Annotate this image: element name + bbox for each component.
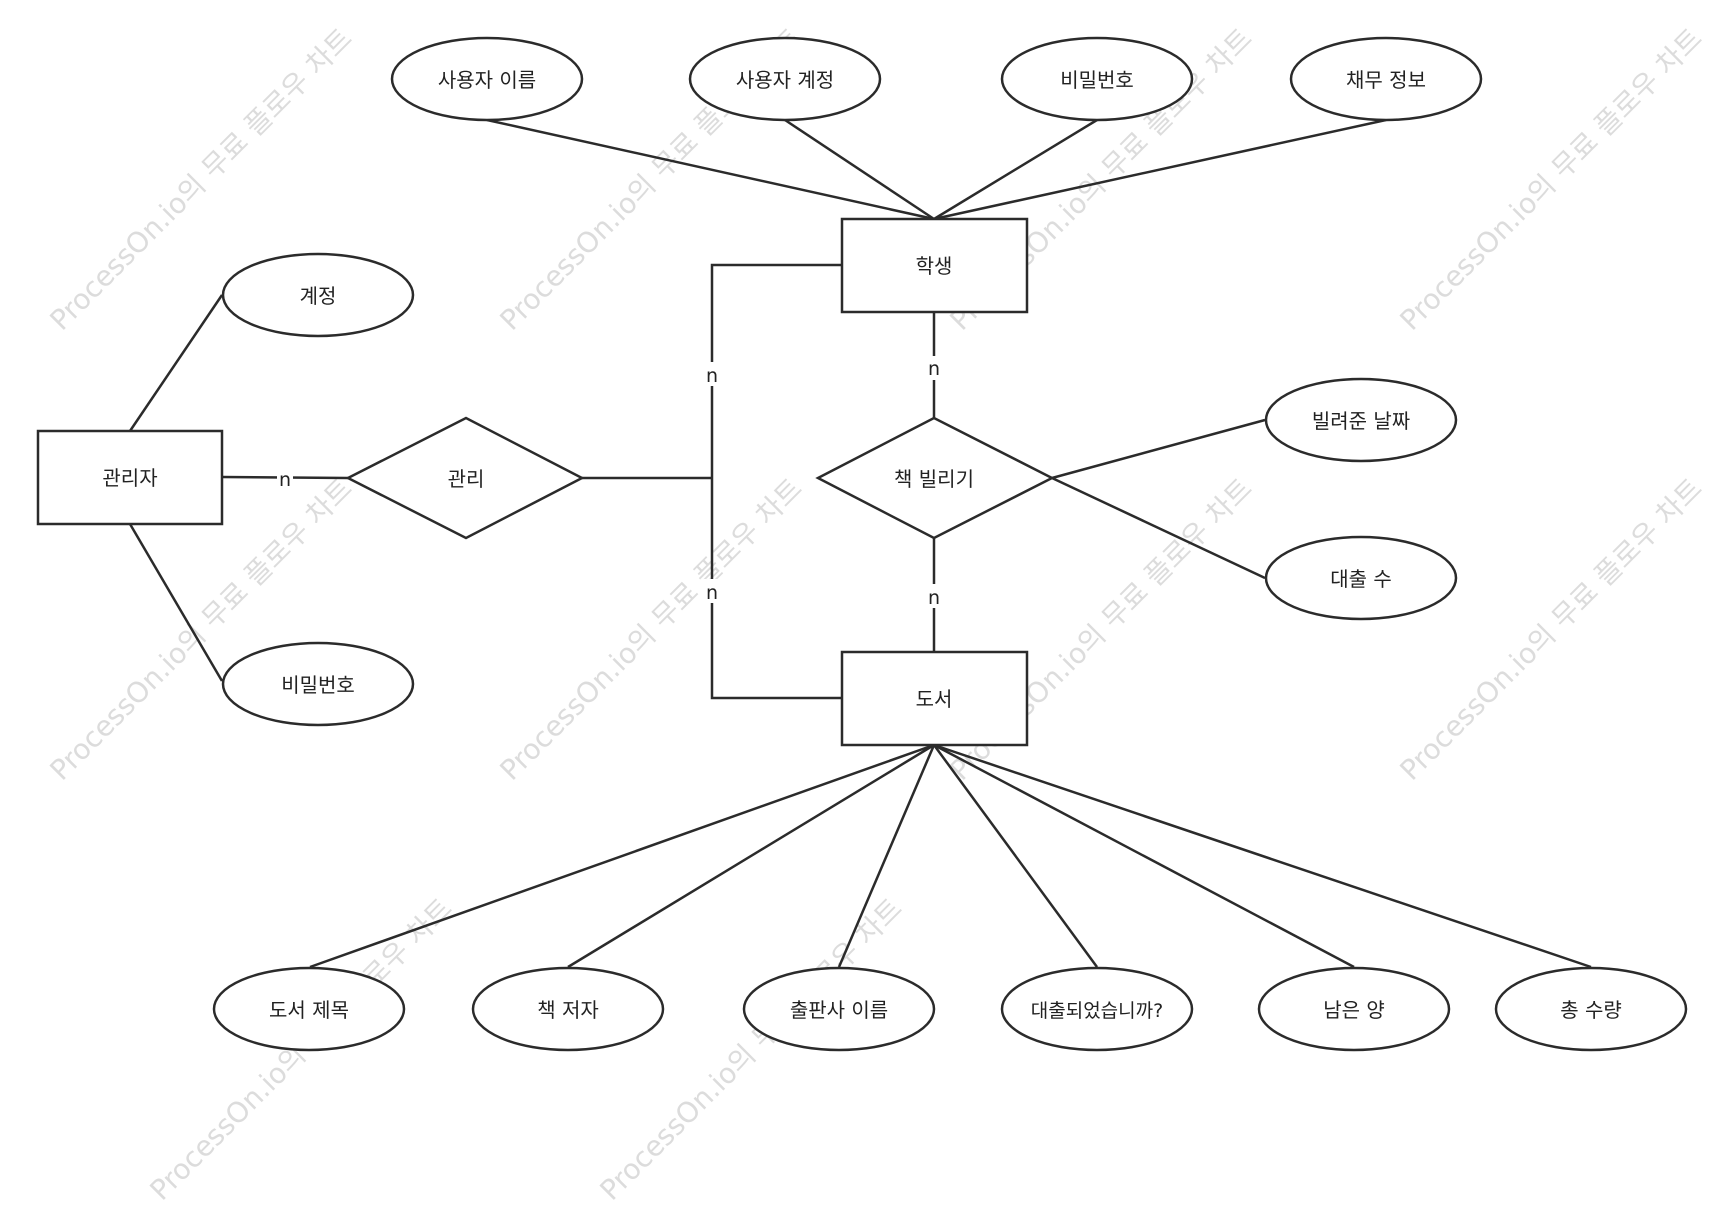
connector: [933, 743, 1355, 969]
attribute-total-qty[interactable]: [1494, 966, 1688, 1052]
cardinality-labels: n n n n n: [277, 356, 942, 609]
attribute-debt-info[interactable]: [1289, 36, 1483, 122]
attribute-user-account-label: 사용자 계정: [736, 68, 834, 92]
connector: [933, 118, 1387, 221]
cardinality-label: n: [279, 469, 291, 491]
connector: [710, 263, 842, 700]
attribute-loan-count[interactable]: [1264, 535, 1458, 621]
attribute-admin-password[interactable]: [221, 641, 415, 727]
cardinality-label: n: [928, 358, 940, 380]
entity-admin[interactable]: [36, 429, 224, 526]
connector: [933, 118, 1098, 221]
connector: [1051, 418, 1266, 480]
attribute-publisher-name[interactable]: [742, 966, 936, 1052]
attribute-admin-account[interactable]: [221, 252, 415, 338]
attribute-admin-account-label: 계정: [300, 284, 337, 308]
connector: [128, 294, 224, 432]
attribute-user-name-label: 사용자 이름: [438, 68, 536, 92]
connector: [784, 118, 935, 221]
relationship-manage[interactable]: [345, 416, 585, 540]
connector-lines: [128, 118, 1592, 969]
cardinality-label: n: [706, 582, 718, 604]
attribute-student-password-label: 비밀번호: [1060, 68, 1134, 92]
entity-student-label: 학생: [916, 254, 953, 278]
attribute-debt-info-label: 채무 정보: [1346, 68, 1426, 92]
connector: [1051, 476, 1266, 580]
entity-book-label: 도서: [916, 687, 953, 711]
relationship-borrow[interactable]: [815, 416, 1055, 540]
attribute-borrow-date-label: 빌려준 날짜: [1312, 409, 1410, 433]
attribute-is-loaned[interactable]: [1000, 966, 1194, 1052]
relationship-manage-label: 관리: [448, 467, 485, 491]
relationship-borrow-label: 책 빌리기: [894, 467, 974, 491]
connector: [933, 743, 1592, 969]
attribute-borrow-date[interactable]: [1264, 377, 1458, 463]
cardinality-label: n: [928, 587, 940, 609]
connector: [309, 743, 935, 969]
attribute-publisher-name-label: 출판사 이름: [790, 998, 888, 1022]
attribute-admin-password-label: 비밀번호: [281, 673, 355, 697]
connector: [128, 523, 224, 682]
attribute-book-author[interactable]: [471, 966, 665, 1052]
entity-student[interactable]: [840, 217, 1029, 314]
attribute-book-title[interactable]: [212, 966, 406, 1052]
er-diagram: n n n n n 학생 관리자 도서 관리 책 빌리기: [36, 36, 1688, 1052]
attribute-remaining-label: 남은 양: [1323, 998, 1385, 1022]
attribute-remaining[interactable]: [1257, 966, 1451, 1052]
attribute-user-account[interactable]: [688, 36, 882, 122]
attribute-book-author-label: 책 저자: [537, 998, 599, 1022]
attribute-student-password[interactable]: [1000, 36, 1194, 122]
connector: [486, 118, 935, 221]
cardinality-label: n: [706, 365, 718, 387]
connector: [567, 743, 935, 969]
attribute-total-qty-label: 총 수량: [1560, 998, 1622, 1022]
entity-book[interactable]: [840, 650, 1029, 747]
attribute-user-name[interactable]: [390, 36, 584, 122]
attribute-book-title-label: 도서 제목: [269, 998, 349, 1022]
connector: [932, 744, 1099, 968]
attribute-loan-count-label: 대출 수: [1330, 567, 1392, 591]
attribute-is-loaned-label: 대출되었습니까?: [1031, 1000, 1163, 1022]
entity-admin-label: 관리자: [102, 466, 157, 490]
connector: [837, 744, 936, 968]
